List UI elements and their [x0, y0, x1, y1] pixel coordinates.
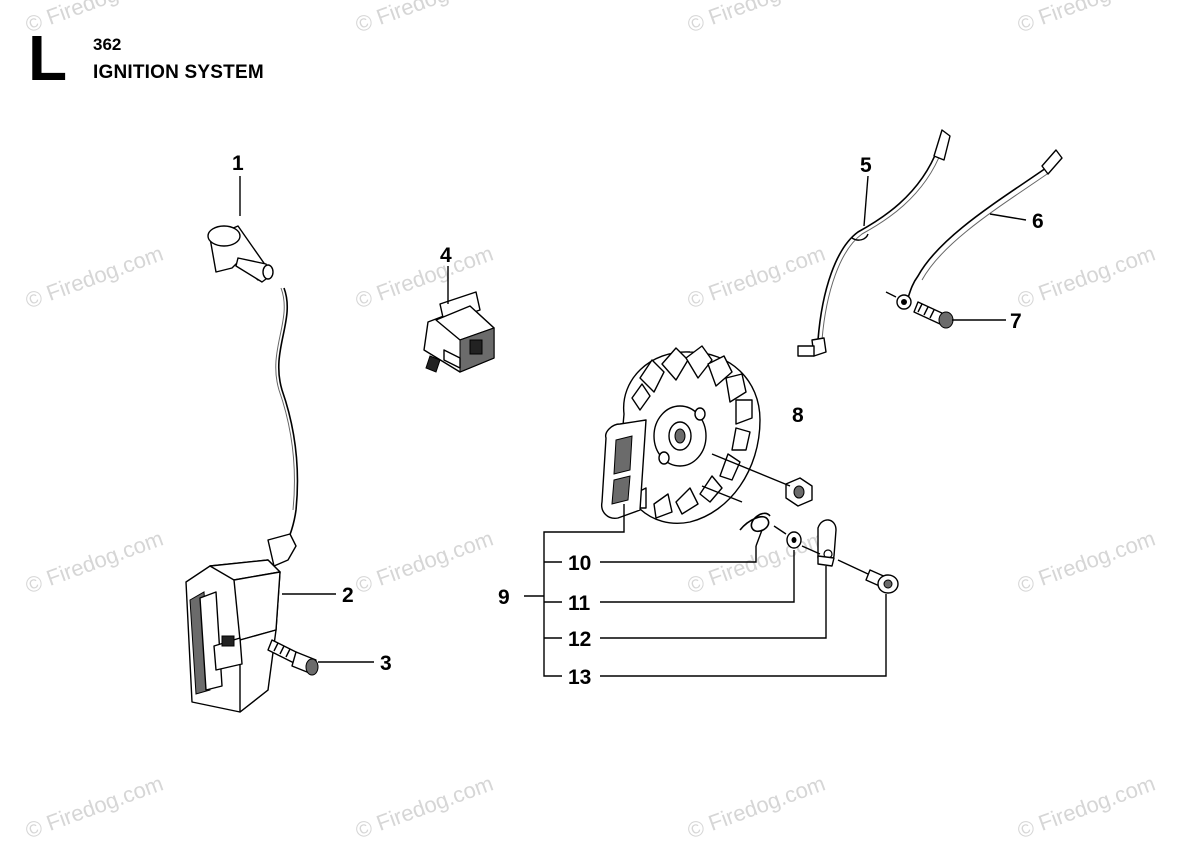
cable-icon[interactable] — [885, 149, 1063, 310]
callout-1: 1 — [232, 152, 244, 175]
callout-6: 6 — [1032, 210, 1044, 233]
callout-4: 4 — [440, 244, 452, 267]
callout-11: 11 — [568, 592, 591, 615]
callout-8: 8 — [792, 404, 804, 427]
spring-icon[interactable] — [739, 512, 771, 547]
nut-icon[interactable] — [785, 477, 813, 507]
callout-7: 7 — [1010, 310, 1022, 333]
ignition-lead — [277, 287, 299, 546]
callout-9: 9 — [498, 586, 510, 609]
callout-2: 2 — [342, 584, 354, 607]
screw-icon[interactable] — [267, 639, 319, 676]
stop-switch-icon[interactable] — [423, 291, 495, 373]
flywheel-icon[interactable] — [601, 345, 761, 524]
callout-10: 10 — [568, 552, 591, 575]
callout-5: 5 — [860, 154, 872, 177]
callout-3: 3 — [380, 652, 392, 675]
page-title: IGNITION SYSTEM — [93, 62, 264, 83]
screw-icon[interactable] — [913, 301, 954, 329]
section-letter: L — [28, 22, 68, 94]
model-number: 362 — [93, 35, 122, 54]
screw-icon[interactable] — [865, 569, 899, 594]
spark-plug-cap-icon[interactable] — [207, 225, 274, 283]
washer-icon[interactable] — [786, 531, 802, 549]
leader-lines — [239, 175, 1027, 677]
callout-12: 12 — [568, 628, 591, 651]
callout-13: 13 — [568, 666, 591, 689]
cable-icon[interactable] — [797, 129, 951, 357]
pawl-icon[interactable] — [817, 519, 837, 567]
ignition-module-icon[interactable] — [185, 533, 297, 713]
